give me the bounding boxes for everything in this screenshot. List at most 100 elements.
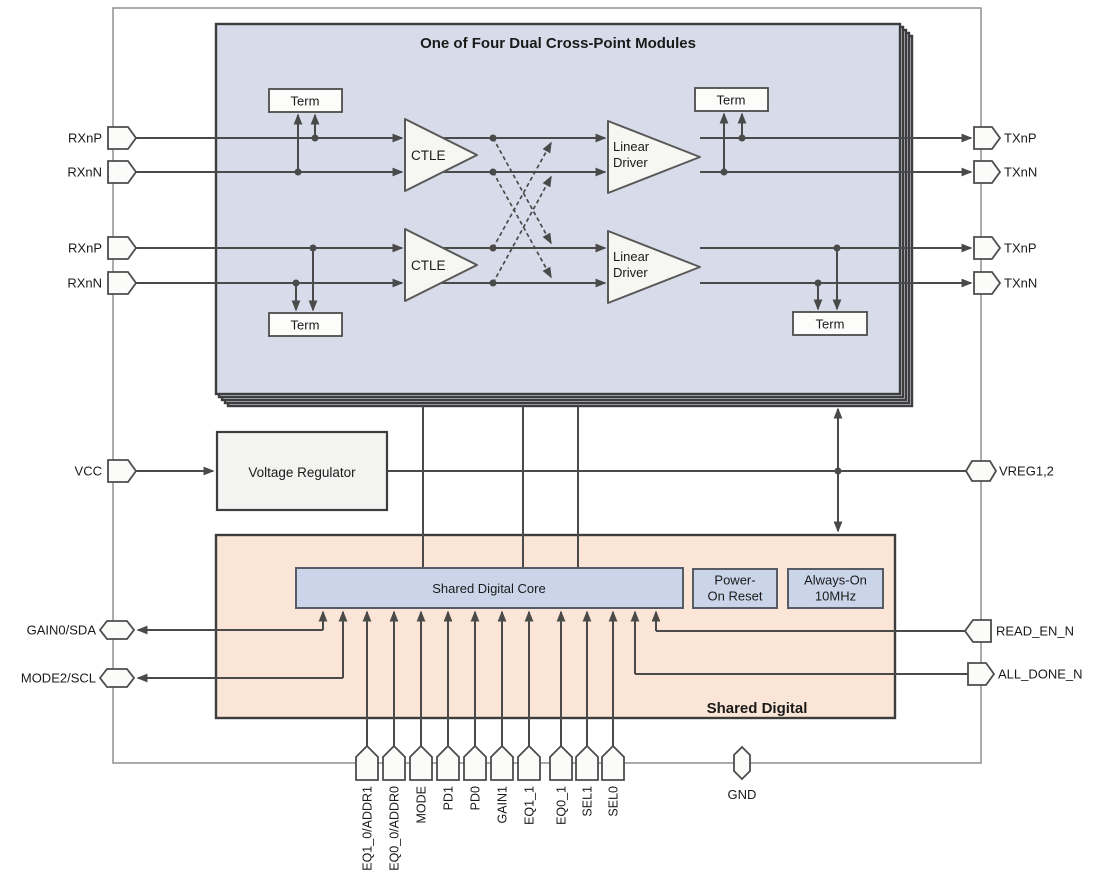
term-label: Term	[816, 317, 845, 332]
crosspoint-module-stack: One of Four Dual Cross-Point Modules	[214, 22, 914, 408]
pin-rxnn-0	[107, 160, 138, 184]
pin-eq1-0-addr1	[355, 744, 379, 781]
pin-pd1	[436, 744, 460, 781]
power-on-reset-label: Power-	[714, 573, 755, 588]
junction-dot	[833, 244, 841, 252]
voltage-regulator-label: Voltage Regulator	[248, 465, 356, 480]
pin-pd0	[463, 744, 487, 781]
pin-mode	[409, 744, 433, 781]
junction-dot	[311, 134, 319, 142]
pin-rxnn-1	[107, 271, 138, 295]
pin-sel1	[575, 744, 599, 781]
pin-label-txnn-0: TXnN	[1004, 165, 1037, 180]
junction-dot	[814, 279, 822, 287]
junction-dot	[294, 168, 302, 176]
crosspoint-dashed-wire	[492, 175, 552, 284]
pin-rxnp-0	[107, 126, 138, 150]
junction-dot	[292, 279, 300, 287]
driver-label: Driver	[613, 155, 648, 170]
pin-mode2-scl	[98, 668, 136, 688]
pin-vreg	[964, 460, 998, 482]
voltage-regulator-block	[215, 430, 389, 512]
term-block	[694, 87, 769, 112]
pin-rxnp-1	[107, 236, 138, 260]
crosspoint-dashed-wire	[492, 141, 552, 249]
term-label: Term	[717, 93, 746, 108]
junction-dot	[738, 134, 746, 142]
ctle-amp	[404, 228, 478, 302]
ctle-label: CTLE	[411, 258, 446, 273]
pin-label-vcc: VCC	[75, 464, 102, 479]
pin-label-eq1-0-addr1: EQ1_0/ADDR1	[361, 786, 375, 871]
pin-label-mode2-scl: MODE2/SCL	[21, 671, 96, 686]
term-label: Term	[291, 94, 320, 109]
term-block	[792, 311, 868, 336]
power-on-reset-block	[692, 568, 778, 609]
pin-label-eq0-0-addr0: EQ0_0/ADDR0	[388, 786, 402, 871]
pin-sel0	[601, 744, 625, 781]
left-pins: RXnP RXnN RXnP RXnN VCC GAIN0/SDA MODE2/…	[21, 126, 138, 688]
pin-eq0-0-addr0	[382, 744, 406, 781]
junction-dot	[720, 168, 728, 176]
shared-digital-panel	[214, 533, 897, 720]
module-digital-bus-wires	[422, 406, 579, 569]
always-on-osc-label: Always-On	[804, 573, 867, 588]
pin-read-en-n	[963, 619, 992, 643]
power-on-reset-label: On Reset	[708, 589, 763, 604]
pin-label-rxnn-0: RXnN	[67, 165, 102, 180]
pin-label-eq1-1: EQ1_1	[523, 786, 537, 825]
pin-txnn-0	[973, 160, 1002, 184]
pin-gain1	[490, 744, 514, 781]
pin-eq1-1	[517, 744, 541, 781]
pin-all-done-n	[967, 662, 996, 686]
pin-label-vreg: VREG1,2	[999, 464, 1054, 479]
shared-digital-core-label: Shared Digital Core	[432, 581, 545, 596]
pin-label-rxnp-1: RXnP	[68, 241, 102, 256]
linear-driver-amps: Linear Driver Linear Driver	[607, 120, 701, 304]
pin-label-gain0-sda: GAIN0/SDA	[27, 623, 97, 638]
pin-label-txnp-1: TXnP	[1004, 241, 1037, 256]
pin-eq0-1	[549, 744, 573, 781]
pin-label-all-done-n: ALL_DONE_N	[998, 667, 1083, 682]
pin-label-eq0-1: EQ0_1	[555, 786, 569, 825]
term-block	[268, 88, 343, 113]
term-label: Term	[291, 318, 320, 333]
pin-gain0-sda	[98, 620, 136, 640]
pin-label-rxnn-1: RXnN	[67, 276, 102, 291]
ctle-amp	[404, 118, 478, 192]
pin-label-gnd: GND	[728, 787, 757, 802]
term-blocks: Term Term Term Term	[268, 87, 868, 337]
crosspoint-module-panel	[214, 22, 902, 396]
driver-label: Linear	[613, 249, 650, 264]
module-title: One of Four Dual Cross-Point Modules	[420, 35, 696, 52]
shared-digital-internals: Shared Digital Core Power- On Reset Alwa…	[136, 567, 968, 747]
pin-label-txnp-0: TXnP	[1004, 131, 1037, 146]
junction-dot	[834, 467, 842, 475]
shared-digital-core-block	[295, 567, 684, 609]
crosspoint-dashed-wire	[492, 171, 552, 279]
pin-txnn-1	[973, 271, 1002, 295]
pin-label-gain1: GAIN1	[496, 786, 510, 824]
always-on-osc-label: 10MHz	[815, 589, 856, 604]
crosspoint-dashed-wire	[492, 137, 552, 245]
junction-dot	[309, 244, 317, 252]
pin-label-read-en-n: READ_EN_N	[996, 624, 1074, 639]
pin-gnd	[733, 745, 751, 781]
bottom-pins: EQ1_0/ADDR1 EQ0_0/ADDR0 MODE PD1 PD0 GAI…	[355, 744, 757, 871]
driver-label: Driver	[613, 265, 648, 280]
pin-txnp-0	[973, 126, 1002, 150]
crosspoint-dashed-wires	[492, 137, 552, 284]
driver-label: Linear	[613, 139, 650, 154]
voltage-regulator-section: Voltage Regulator	[136, 407, 966, 533]
pin-label-pd0: PD0	[469, 786, 483, 810]
pin-label-txnn-1: TXnN	[1004, 276, 1037, 291]
term-block	[268, 312, 343, 337]
pin-label-pd1: PD1	[442, 786, 456, 810]
right-pins: TXnP TXnN TXnP TXnN VREG1,2 READ_EN_N AL…	[963, 126, 1083, 686]
pin-label-sel1: SEL1	[581, 786, 595, 817]
pin-txnp-1	[973, 236, 1002, 260]
ctle-label: CTLE	[411, 148, 446, 163]
pin-vcc	[107, 459, 138, 483]
pin-label-sel0: SEL0	[607, 786, 621, 817]
